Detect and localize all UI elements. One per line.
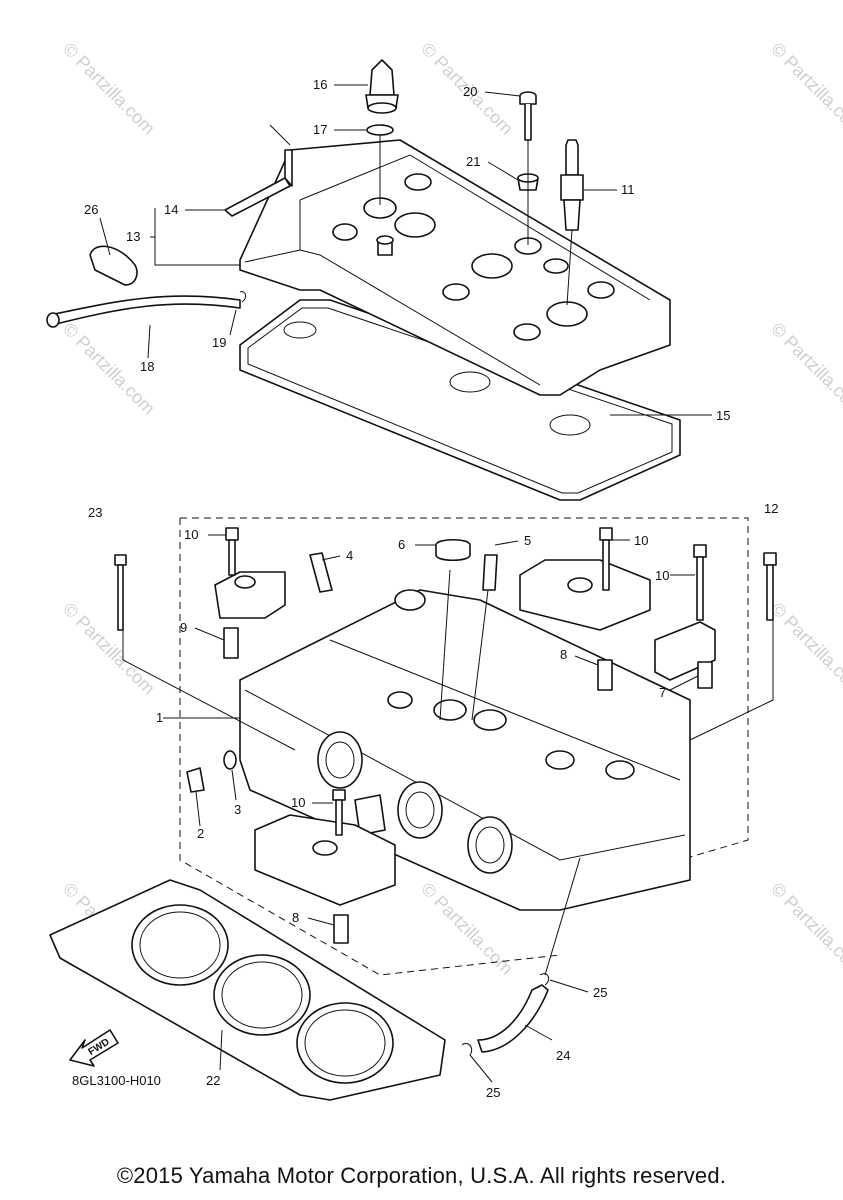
callout-22: 22	[206, 1073, 220, 1088]
leader-lines-top	[99, 84, 712, 416]
callout-10: 10	[655, 568, 669, 583]
breather-hose	[46, 312, 60, 328]
watermark: © Partzilla.com	[767, 879, 843, 979]
camshaft-cap	[254, 814, 396, 906]
callout-2: 2	[197, 826, 204, 841]
callout-12: 12	[764, 501, 778, 516]
assembly-outline	[180, 517, 749, 861]
callout-1: 1	[156, 710, 163, 725]
callout-24: 24	[556, 1048, 570, 1063]
callout-13: 13	[126, 229, 140, 244]
callout-26: 26	[84, 202, 98, 217]
callout-3: 3	[234, 802, 241, 817]
callout-19: 19	[212, 335, 226, 350]
camshaft-cap	[519, 559, 651, 631]
watermark: © Partzilla.com	[59, 599, 159, 699]
assembly-outline	[179, 518, 561, 976]
watermark: © Partzilla.com	[767, 39, 843, 139]
cylinder-head-cover	[239, 139, 681, 501]
callout-23: 23	[88, 505, 102, 520]
callout-25: 25	[486, 1085, 500, 1100]
hose-clamp	[461, 1042, 473, 1056]
callout-10: 10	[184, 527, 198, 542]
hose-holder	[89, 245, 138, 286]
callout-7: 7	[659, 685, 666, 700]
head-gasket	[49, 879, 446, 1101]
watermark: © Partzilla.com	[767, 599, 843, 699]
cover-bolt	[519, 91, 537, 141]
copyright-notice: ©2015 Yamaha Motor Corporation, U.S.A. A…	[116, 1163, 727, 1188]
callout-4: 4	[346, 548, 353, 563]
callout-labels: 1 2 3 4 5 6 7 8 8 9 10 10 10 10 11 12 13…	[84, 77, 778, 1100]
hose-clamp	[539, 973, 550, 986]
callout-21: 21	[466, 154, 480, 169]
callout-20: 20	[463, 84, 477, 99]
callout-17: 17	[313, 122, 327, 137]
callout-5: 5	[524, 533, 531, 548]
water-hose	[477, 984, 549, 1053]
callout-10: 10	[634, 533, 648, 548]
o-ring	[366, 124, 394, 136]
callout-18: 18	[140, 359, 154, 374]
hose-clamp	[239, 291, 247, 303]
bracket-part	[284, 149, 293, 187]
callout-10: 10	[291, 795, 305, 810]
callout-25: 25	[593, 985, 607, 1000]
callout-15: 15	[716, 408, 730, 423]
callout-14: 14	[164, 202, 178, 217]
watermark: © Partzilla.com	[767, 319, 843, 419]
callout-11: 11	[621, 182, 635, 197]
callout-6: 6	[398, 537, 405, 552]
oil-filler-cap	[365, 59, 399, 114]
fwd-arrow-icon: FWD	[69, 1029, 119, 1067]
breather-hose	[49, 295, 241, 326]
spark-plug	[560, 139, 584, 231]
callout-9: 9	[180, 620, 187, 635]
watermark: © Partzilla.com	[59, 39, 159, 139]
bracket-part	[224, 177, 291, 217]
fasteners	[114, 527, 777, 944]
callout-16: 16	[313, 77, 327, 92]
camshaft-cap	[214, 571, 286, 619]
reference-code: 8GL3100-H010	[72, 1073, 161, 1088]
leader-lines-bottom	[122, 534, 774, 1083]
callout-8: 8	[560, 647, 567, 662]
callout-8: 8	[292, 910, 299, 925]
